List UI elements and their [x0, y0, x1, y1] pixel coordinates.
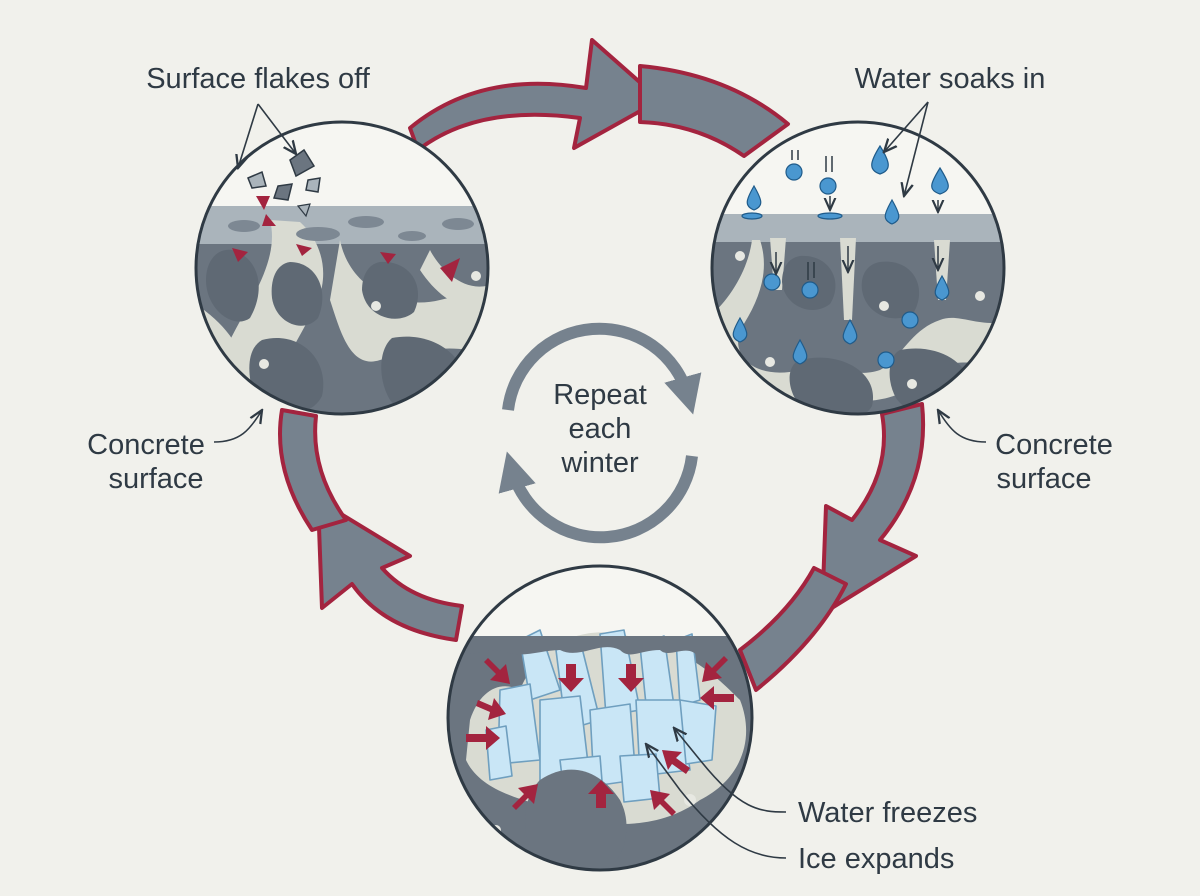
- label-water-soaks-in: Water soaks in: [855, 63, 1046, 95]
- center-label-line2: each: [569, 413, 632, 445]
- circle-water-soaking: [710, 120, 1006, 416]
- center-label-line3: winter: [560, 447, 639, 479]
- label-right-concrete-line1: Concrete: [995, 429, 1113, 461]
- label-ice-expands: Ice expands: [798, 843, 954, 875]
- pressure-arrow-icon: [466, 656, 734, 816]
- flake-icon: [247, 148, 321, 218]
- label-left-concrete-line2: surface: [108, 463, 203, 495]
- water-drop-icon: [741, 144, 949, 225]
- leader-lines: [213, 101, 987, 859]
- cycle-arrow-right: [738, 402, 926, 692]
- cycle-arrow-icon: [498, 322, 702, 544]
- circle-surface-flaking: [194, 120, 490, 416]
- circle-ice-expansion: [446, 564, 754, 872]
- label-right-concrete-line2: surface: [996, 463, 1091, 495]
- cycle-arrow-top: [408, 38, 790, 158]
- center-label-line1: Repeat: [553, 379, 647, 411]
- label-surface-flakes-off: Surface flakes off: [146, 63, 370, 95]
- label-water-freezes: Water freezes: [798, 797, 977, 829]
- water-drop-icon: [732, 273, 950, 369]
- label-left-concrete-line1: Concrete: [87, 429, 205, 461]
- cycle-arrow-left: [278, 408, 464, 642]
